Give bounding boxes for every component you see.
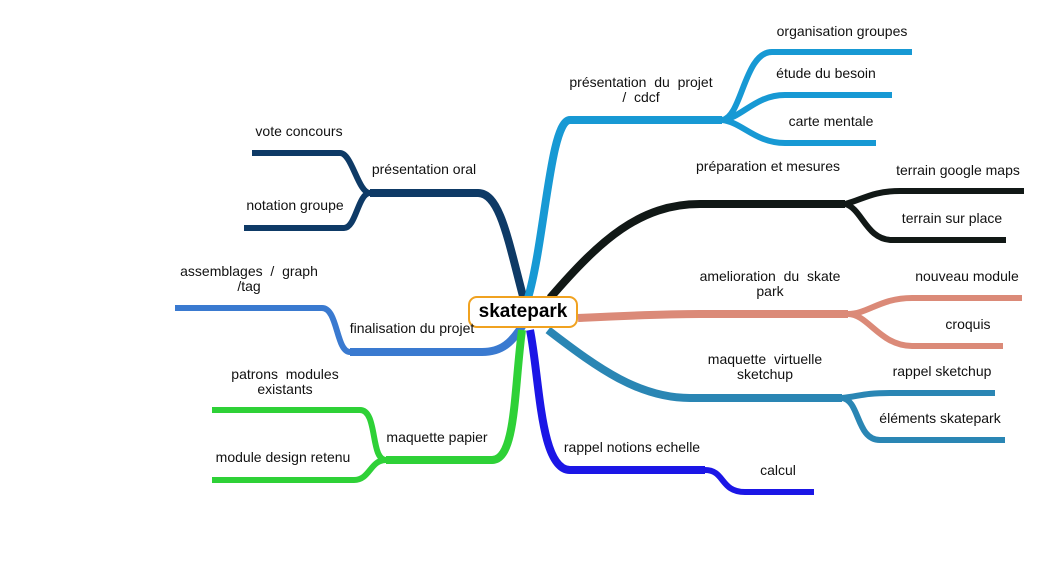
- child-line-maquette-virtuelle-0: [841, 390, 995, 401]
- node-calcul[interactable]: calcul: [760, 462, 796, 478]
- node-croquis[interactable]: croquis: [945, 316, 991, 332]
- node-nouveau-module[interactable]: nouveau module: [915, 268, 1019, 284]
- node-etude-du-besoin[interactable]: étude du besoin: [776, 65, 876, 81]
- child-line-amelioration-1: [847, 311, 1003, 349]
- node-maquette-virtuelle-sketchup[interactable]: maquette virtuelle sketchup: [707, 351, 823, 382]
- node-notation-groupe[interactable]: notation groupe: [246, 197, 344, 213]
- node-rappel-notions-echelle[interactable]: rappel notions echelle: [563, 439, 701, 455]
- child-line-preparation-0: [844, 188, 1024, 207]
- child-line-presentation-oral-0: [252, 150, 371, 196]
- branch-line-presentation-projet: [524, 116, 722, 300]
- node-maquette-papier[interactable]: maquette papier: [386, 429, 488, 445]
- node-amelioration-du-skate-park[interactable]: amelioration du skate park: [699, 268, 841, 299]
- branch-line-presentation-oral: [370, 189, 528, 302]
- branch-line-amelioration: [577, 310, 848, 322]
- node-module-design-retenu[interactable]: module design retenu: [215, 449, 351, 465]
- node-carte-mentale[interactable]: carte mentale: [788, 113, 874, 129]
- branch-line-maquette-virtuelle: [545, 326, 842, 402]
- child-line-amelioration-0: [847, 295, 1022, 317]
- node-patrons-modules-existants[interactable]: patrons modules existants: [231, 366, 339, 397]
- node-terrain-google-maps[interactable]: terrain google maps: [896, 162, 1020, 178]
- node-rappel-sketchup[interactable]: rappel sketchup: [892, 363, 992, 379]
- branch-line-preparation: [546, 200, 845, 301]
- child-line-rappel-echelle-0: [704, 467, 814, 495]
- root-node-skatepark[interactable]: skatepark: [468, 296, 578, 328]
- root-node-label: skatepark: [478, 301, 568, 322]
- child-line-presentation-projet-2: [721, 117, 876, 146]
- node-organisation-groupes[interactable]: organisation groupes: [776, 23, 908, 39]
- node-assemblages-graph-tag[interactable]: assemblages / graph /tag: [180, 263, 318, 294]
- node-terrain-sur-place[interactable]: terrain sur place: [901, 210, 1003, 226]
- node-vote-concours[interactable]: vote concours: [255, 123, 343, 139]
- child-line-finalisation-0: [175, 305, 351, 355]
- branch-line-rappel-echelle: [526, 329, 705, 474]
- node-presentation-oral[interactable]: présentation oral: [371, 161, 477, 177]
- child-line-maquette-papier-1: [212, 457, 387, 483]
- child-line-presentation-oral-1: [244, 190, 372, 231]
- child-line-preparation-1: [843, 201, 1006, 243]
- node-preparation-et-mesures[interactable]: préparation et mesures: [696, 158, 840, 174]
- branch-line-maquette-papier: [386, 329, 526, 464]
- node-finalisation-du-projet[interactable]: finalisation du projet: [349, 320, 475, 336]
- child-line-maquette-virtuelle-1: [841, 395, 1005, 443]
- node-elements-skatepark[interactable]: éléments skatepark: [879, 410, 1001, 426]
- node-presentation-du-projet-cdcf[interactable]: présentation du projet / cdcf: [569, 74, 713, 105]
